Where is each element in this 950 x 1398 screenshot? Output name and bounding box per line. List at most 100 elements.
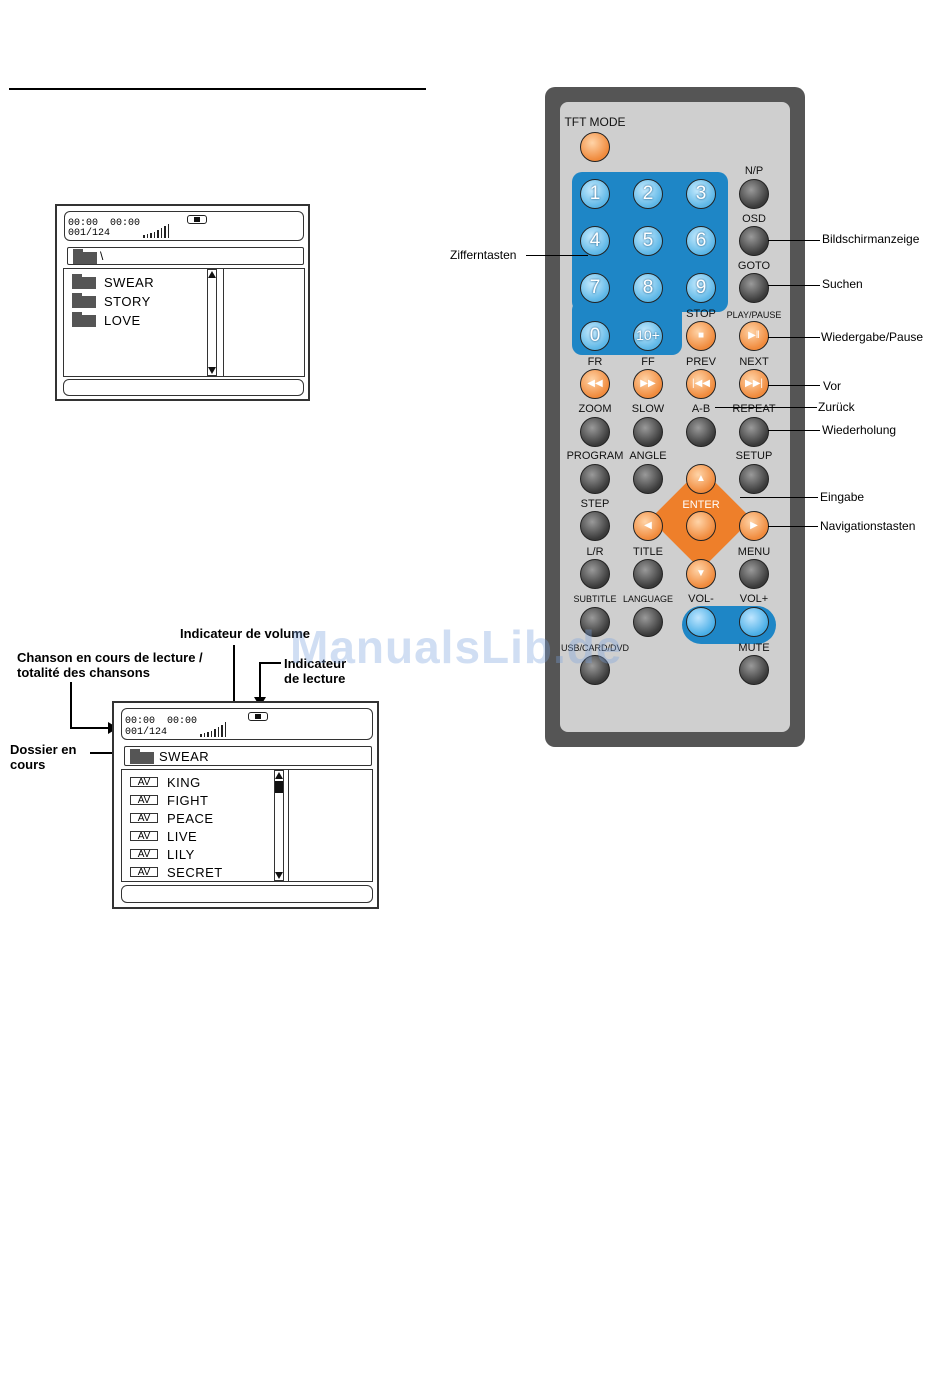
search-callout: Suchen xyxy=(822,277,863,291)
stop-label: STOP xyxy=(686,308,716,320)
list-item[interactable]: LOVE xyxy=(104,313,141,328)
play-pause-label: PLAY/PAUSE xyxy=(726,310,782,320)
vol-minus-label: VOL- xyxy=(688,593,714,605)
list-item[interactable]: SECRET xyxy=(167,865,223,880)
scroll-thumb[interactable] xyxy=(275,781,283,793)
tft-mode-button[interactable] xyxy=(580,132,610,162)
language-button[interactable] xyxy=(633,607,663,637)
av-tag: AV xyxy=(130,867,158,878)
number-2-button[interactable]: 2 xyxy=(633,179,663,209)
info-bar xyxy=(121,885,373,903)
ff-label: FF xyxy=(641,356,655,368)
scroll-up-arrow-icon[interactable] xyxy=(208,271,216,278)
folder-icon xyxy=(72,293,96,308)
osd-button[interactable] xyxy=(739,226,769,256)
repeat-button[interactable] xyxy=(739,417,769,447)
path-text: \ xyxy=(100,249,104,263)
section-rule xyxy=(9,88,426,90)
slow-button[interactable] xyxy=(633,417,663,447)
folder-browser-screen: 00:00 00:00 001/124 \ SWEAR STORY LOVE xyxy=(55,204,310,401)
number-10plus-button[interactable]: 10+ xyxy=(633,321,663,351)
playing-indicator-annotation: Indicateur de lecture xyxy=(284,656,347,686)
nav-up-button[interactable]: ▲ xyxy=(686,464,716,494)
vol-minus-button[interactable] xyxy=(686,607,716,637)
callout-line xyxy=(768,285,820,286)
nav-right-button[interactable]: ▶ xyxy=(739,511,769,541)
list-item[interactable]: SWEAR xyxy=(104,275,155,290)
number-4-button[interactable]: 4 xyxy=(580,226,610,256)
preview-pane xyxy=(223,269,305,376)
scrollbar[interactable] xyxy=(207,269,217,376)
scrollbar[interactable] xyxy=(274,770,284,881)
list-item[interactable]: LIVE xyxy=(167,829,198,844)
number-3-button[interactable]: 3 xyxy=(686,179,716,209)
np-button[interactable] xyxy=(739,179,769,209)
arrow-up-icon: ▲ xyxy=(696,473,706,484)
prev-label: PREV xyxy=(686,356,716,368)
volume-indicator-icon xyxy=(143,224,169,238)
step-button[interactable] xyxy=(580,511,610,541)
lr-button[interactable] xyxy=(580,559,610,589)
annotation-line xyxy=(233,645,235,710)
title-label: TITLE xyxy=(633,546,663,558)
annotation-line xyxy=(90,752,114,754)
number-9-button[interactable]: 9 xyxy=(686,273,716,303)
ff-button[interactable]: ▶▶ xyxy=(633,369,663,399)
play-indicator-icon xyxy=(248,712,268,721)
scroll-down-arrow-icon[interactable] xyxy=(208,367,216,374)
number-5-button[interactable]: 5 xyxy=(633,226,663,256)
fast-forward-icon: ▶▶ xyxy=(640,378,656,389)
nav-down-button[interactable]: ▼ xyxy=(686,559,716,589)
skip-forward-icon: ▶▶| xyxy=(745,378,763,389)
prev-button[interactable]: |◀◀ xyxy=(686,369,716,399)
av-tag: AV xyxy=(130,831,158,842)
usb-card-dvd-button[interactable] xyxy=(580,655,610,685)
setup-label: SETUP xyxy=(735,450,773,462)
number-7-button[interactable]: 7 xyxy=(580,273,610,303)
play-pause-callout: Wiedergabe/Pause xyxy=(821,330,924,344)
list-item[interactable]: FIGHT xyxy=(167,793,209,808)
zoom-button[interactable] xyxy=(580,417,610,447)
angle-button[interactable] xyxy=(633,464,663,494)
callout-line xyxy=(768,385,820,386)
preview-pane xyxy=(288,770,373,881)
scroll-up-arrow-icon[interactable] xyxy=(275,772,283,779)
list-item[interactable]: PEACE xyxy=(167,811,214,826)
list-item[interactable]: STORY xyxy=(104,294,151,309)
arrow-right-icon: ▶ xyxy=(750,520,758,531)
stop-button[interactable]: ■ xyxy=(686,321,716,351)
list-item[interactable]: KING xyxy=(167,775,201,790)
number-1-button[interactable]: 1 xyxy=(580,179,610,209)
subtitle-label: SUBTITLE xyxy=(573,594,617,604)
callout-line xyxy=(740,497,818,498)
scroll-down-arrow-icon[interactable] xyxy=(275,872,283,879)
angle-label: ANGLE xyxy=(629,450,667,462)
vol-plus-button[interactable] xyxy=(739,607,769,637)
menu-label: MENU xyxy=(737,546,771,558)
number-6-button[interactable]: 6 xyxy=(686,226,716,256)
navigation-callout: Navigationstasten xyxy=(820,519,916,533)
program-button[interactable] xyxy=(580,464,610,494)
ab-button[interactable] xyxy=(686,417,716,447)
menu-button[interactable] xyxy=(739,559,769,589)
number-8-button[interactable]: 8 xyxy=(633,273,663,303)
mute-button[interactable] xyxy=(739,655,769,685)
subtitle-button[interactable] xyxy=(580,607,610,637)
track-list: AV KING AV FIGHT AV PEACE AV LIVE AV LIL… xyxy=(121,769,373,882)
nav-left-button[interactable]: ◀ xyxy=(633,511,663,541)
folder-icon xyxy=(130,749,154,764)
fr-button[interactable]: ◀◀ xyxy=(580,369,610,399)
play-pause-button[interactable]: ▶‖ xyxy=(739,321,769,351)
title-button[interactable] xyxy=(633,559,663,589)
next-callout: Vor xyxy=(823,379,842,393)
number-0-button[interactable]: 0 xyxy=(580,321,610,351)
callout-line xyxy=(715,407,817,408)
next-button[interactable]: ▶▶| xyxy=(739,369,769,399)
stop-icon: ■ xyxy=(697,330,705,341)
goto-button[interactable] xyxy=(739,273,769,303)
setup-button[interactable] xyxy=(739,464,769,494)
enter-button[interactable] xyxy=(686,511,716,541)
folder-bar: SWEAR xyxy=(124,746,372,766)
list-item[interactable]: LILY xyxy=(167,847,195,862)
next-label: NEXT xyxy=(739,356,769,368)
